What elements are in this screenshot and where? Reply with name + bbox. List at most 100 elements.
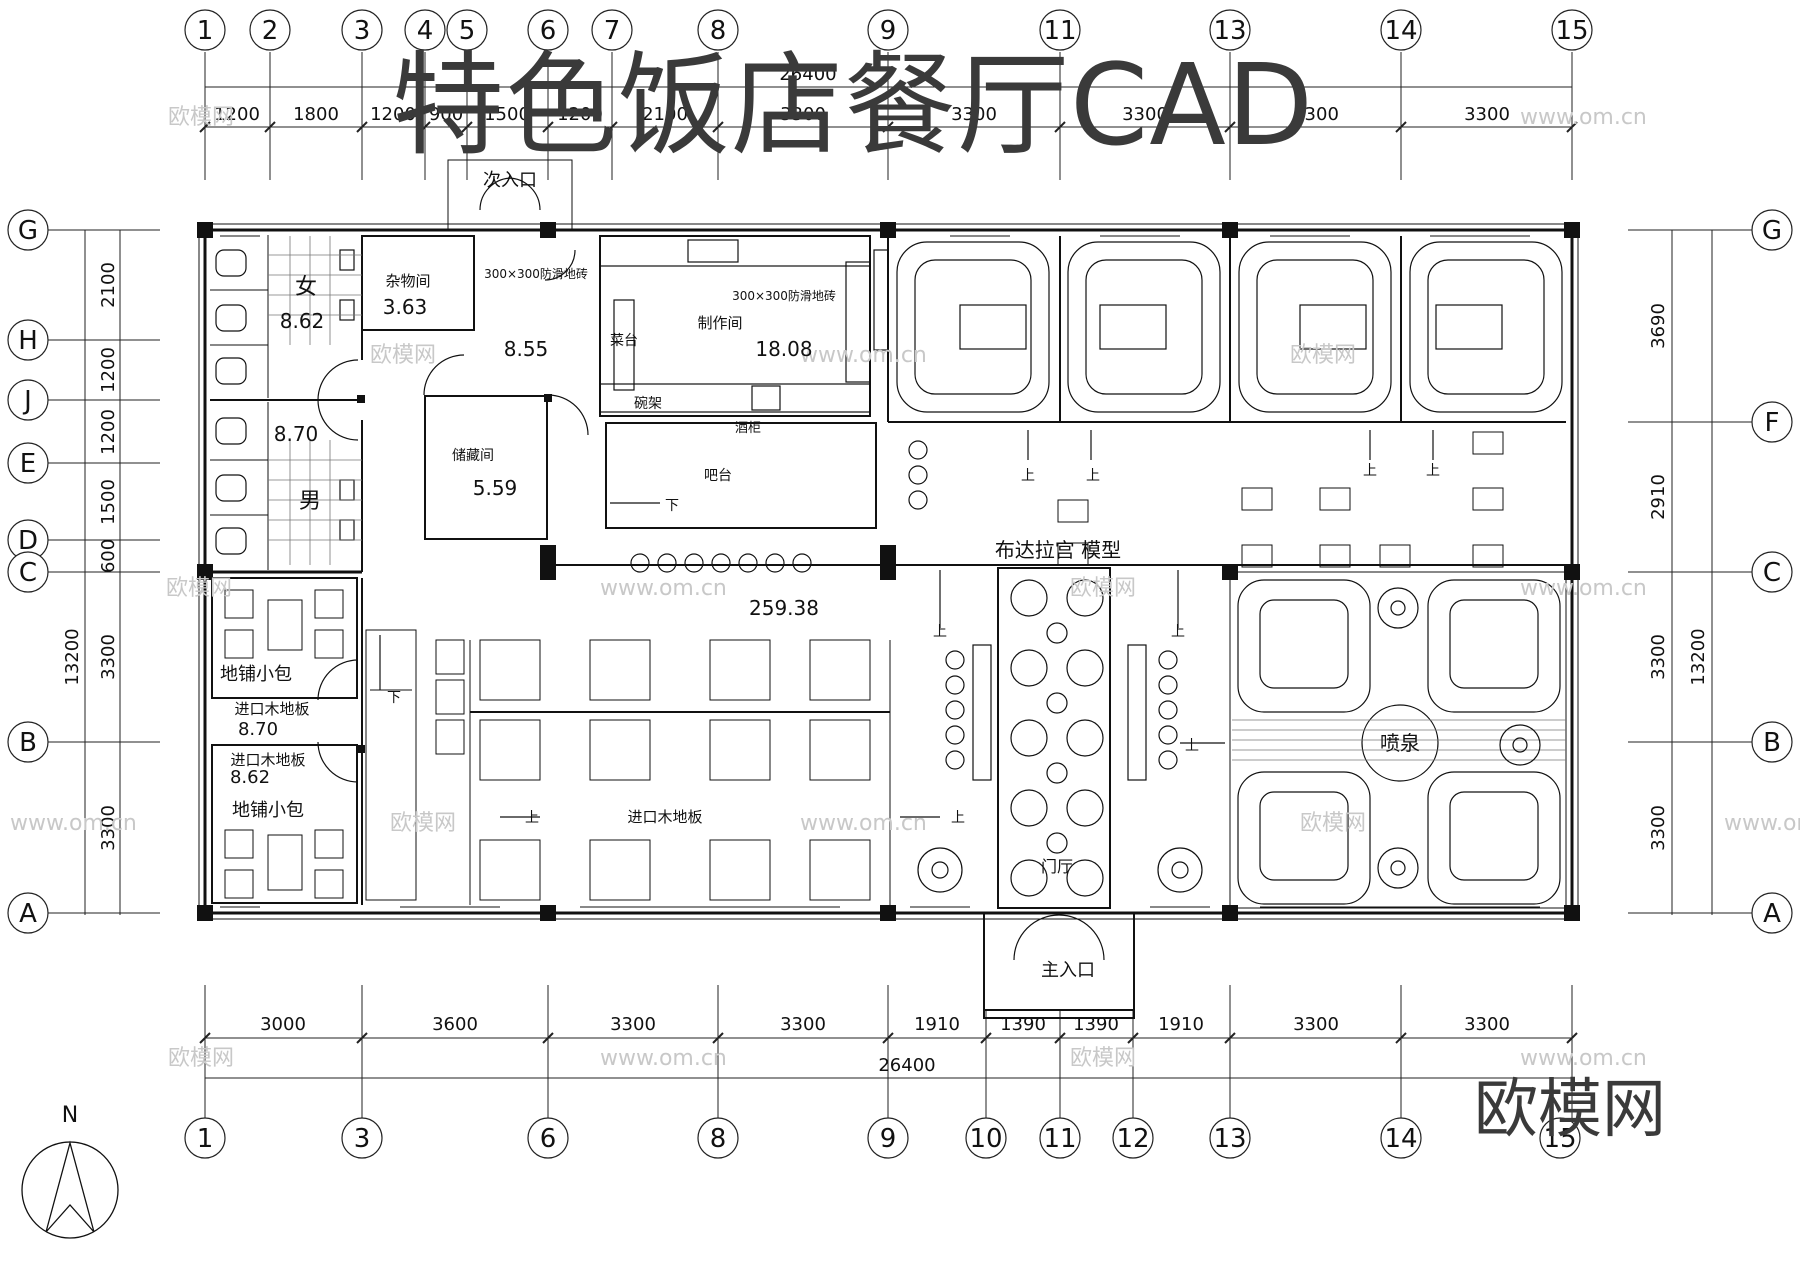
dim-bottom-7: 1910 [1158, 1014, 1204, 1035]
watermark-url: www.om.cn [1724, 811, 1800, 836]
axis-top-3: 3 [354, 16, 371, 46]
dim-top-8: 3300 [951, 104, 997, 125]
label-kitchen: 制作间 [697, 314, 742, 332]
watermark-text: 欧模网 [1300, 811, 1366, 836]
axis-labels: 1 2 3 4 5 6 7 8 9 11 13 14 15 1 3 6 8 9 … [18, 16, 1782, 1154]
axis-top-6: 6 [540, 16, 557, 46]
toilet-tile-grid [268, 236, 362, 565]
axis-bottom-13: 13 [1213, 1124, 1246, 1154]
label-veg-counter: 菜台 [610, 333, 638, 349]
label-up: 上 [1171, 624, 1185, 640]
dim-bottom-3: 3300 [780, 1014, 826, 1035]
dim-top-9: 3300 [1122, 104, 1168, 125]
label-secondary-entrance: 次入口 [483, 170, 537, 191]
watermarks: 欧模网 www.om.cn 欧模网 欧模网 www.om.cn 欧模网 www.… [10, 105, 1800, 1071]
watermark-url: www.om.cn [10, 811, 137, 836]
dim-top-0: 1200 [214, 104, 260, 125]
hall-tables [224, 431, 1504, 901]
label-storeroom-area: 5.59 [473, 476, 518, 500]
dim-top-7: 3300 [780, 104, 826, 125]
private-room-furniture [896, 241, 1563, 413]
dim-top-6: 2100 [642, 104, 688, 125]
watermark-text: 欧模网 [1290, 343, 1356, 368]
axis-left-J: J [22, 386, 32, 416]
watermark-url: www.om.cn [800, 811, 927, 836]
label-hall-area: 259.38 [749, 596, 819, 620]
dim-left-6: 3300 [98, 805, 119, 851]
room-labels: 次入口 女 8.62 杂物间 3.63 300×300防滑地砖 8.55 300… [62, 170, 1440, 1128]
dim-right-2: 3300 [1648, 634, 1669, 680]
dim-left-total: 13200 [62, 628, 83, 685]
axis-right-G: G [1762, 216, 1782, 246]
dimension-lines [48, 52, 1752, 1118]
axis-top-13: 13 [1213, 16, 1246, 46]
axis-left-C: C [19, 558, 37, 588]
label-female-area: 8.62 [280, 309, 325, 333]
label-tile-1: 300×300防滑地砖 [484, 266, 588, 281]
label-main-entrance: 主入口 [1041, 960, 1095, 981]
watermark-text: 欧模网 [1070, 576, 1136, 601]
dim-bottom-total: 26400 [878, 1055, 935, 1076]
watermark-text: 欧模网 [390, 811, 456, 836]
dim-top-4: 1500 [484, 104, 530, 125]
watermark-url: www.om.cn [600, 576, 727, 601]
axis-left-A: A [19, 899, 37, 929]
label-north: N [62, 1103, 78, 1128]
axis-right-F: F [1765, 408, 1780, 438]
dim-top-3: 900 [429, 104, 463, 125]
label-down: 下 [665, 498, 679, 514]
label-wood-floor: 进口木地板 [234, 700, 309, 718]
label-bowl-rack: 碗架 [634, 396, 662, 412]
axis-top-1: 1 [197, 16, 214, 46]
axis-bottom-6: 6 [540, 1124, 557, 1154]
dimension-ticks [199, 121, 1578, 1044]
label-foyer: 门厅 [1041, 857, 1073, 876]
dim-bottom-8: 3300 [1293, 1014, 1339, 1035]
axis-left-E: E [20, 449, 36, 479]
dim-left-4: 600 [98, 539, 119, 573]
label-fountain: 喷泉 [1380, 731, 1420, 755]
axis-top-8: 8 [710, 16, 727, 46]
axis-top-11: 11 [1043, 16, 1076, 46]
page-title: 特色饭店餐厅CAD [392, 41, 1315, 171]
dim-top-1: 1800 [293, 104, 339, 125]
watermark-text: 欧模网 [370, 343, 436, 368]
label-up: 上 [933, 624, 947, 640]
label-storage-misc-area: 3.63 [383, 295, 428, 319]
bar-stools [630, 440, 1178, 781]
columns [197, 222, 1580, 921]
north-arrow [21, 1140, 119, 1239]
dim-top-11: 3300 [1464, 104, 1510, 125]
watermark-url: www.om.cn [1520, 1046, 1647, 1071]
label-up: 上 [1021, 468, 1035, 484]
dim-bottom-4: 1910 [914, 1014, 960, 1035]
label-corridor-area: 8.55 [504, 337, 549, 361]
label-wood-floor-main: 进口木地板 [627, 808, 702, 826]
dim-right-0: 3690 [1648, 303, 1669, 349]
label-up: 上 [1086, 468, 1100, 484]
label-tile-2: 300×300防滑地砖 [732, 288, 836, 303]
dim-bottom-9: 3300 [1464, 1014, 1510, 1035]
axis-bottom-9: 9 [880, 1124, 897, 1154]
dim-top-2: 1200 [370, 104, 416, 125]
label-storage-misc: 杂物间 [385, 272, 430, 290]
dim-top-5: 1200 [557, 104, 603, 125]
axis-left-B: B [19, 728, 37, 758]
deck-boards [1232, 719, 1566, 761]
label-private-room-2: 地铺小包 [232, 800, 304, 821]
label-down: 下 [387, 690, 401, 706]
dim-bottom-1: 3600 [432, 1014, 478, 1035]
axis-bottom-1: 1 [197, 1124, 214, 1154]
kitchen-equipment [599, 235, 889, 413]
dim-bottom-2: 3300 [610, 1014, 656, 1035]
watermark-url: www.om.cn [1520, 576, 1647, 601]
axis-bubbles [7, 9, 1793, 1159]
axis-top-5: 5 [459, 16, 476, 46]
label-storeroom: 储藏间 [452, 448, 494, 464]
axis-top-4: 4 [417, 16, 434, 46]
axis-left-D: D [18, 526, 38, 556]
watermark-text: 欧模网 [168, 105, 234, 130]
label-up: 上 [525, 810, 539, 826]
label-area-870: 8.70 [238, 719, 278, 740]
